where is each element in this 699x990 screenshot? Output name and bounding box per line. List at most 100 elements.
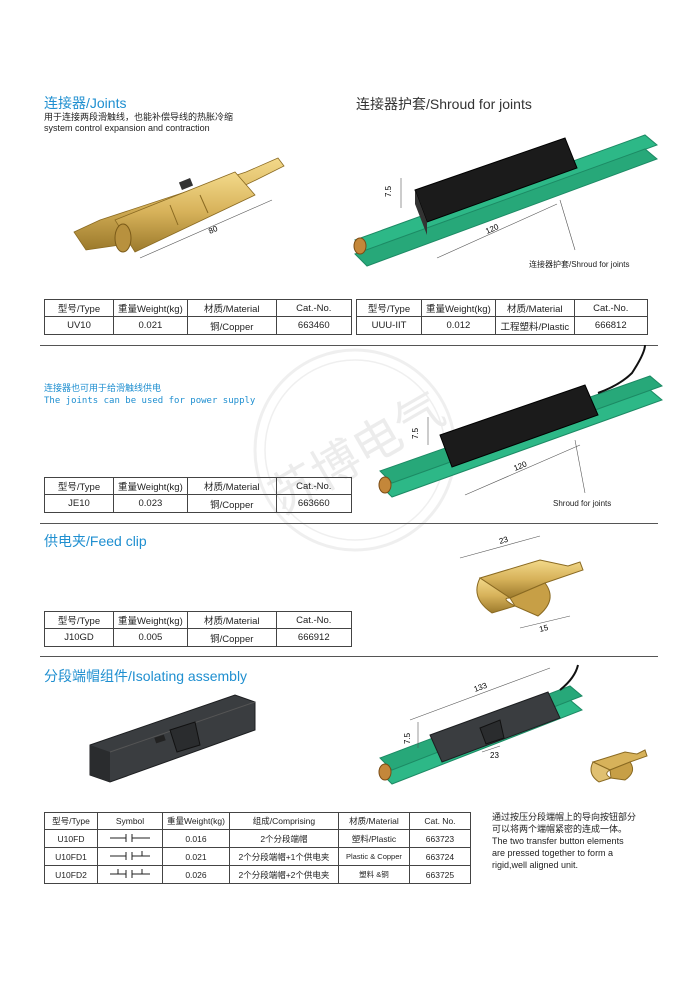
th-weight: 重量Weight(kg) xyxy=(113,477,188,495)
td-type: UV10 xyxy=(44,316,114,335)
td-type: U10FD1 xyxy=(44,847,98,866)
th-symbol: Symbol xyxy=(97,812,163,830)
td-material: 铜/Copper xyxy=(186,628,277,647)
isolating-note-line: rigid,well aligned unit. xyxy=(492,860,579,870)
isolating-cap-image xyxy=(89,694,256,783)
th-catno: Cat.-No. xyxy=(275,611,352,629)
divider xyxy=(40,656,658,657)
shroud-image: 7.5 120 xyxy=(353,134,658,267)
isolating-feed-clip-image xyxy=(590,749,648,783)
isolating-title: 分段端帽组件/Isolating assembly xyxy=(44,668,248,684)
td-symbol xyxy=(97,847,163,866)
isolating-note-line: The two transfer button elements xyxy=(492,836,624,846)
td-weight: 0.016 xyxy=(162,829,230,848)
isolating-note: 通过按压分段端帽上的导向按钮部分 可以将两个端帽紧密的连成一体。 The two… xyxy=(492,811,636,871)
td-catno: 666912 xyxy=(275,628,352,647)
feed-clip-dim-width: 23 xyxy=(498,535,510,546)
shroud-dim-length: 120 xyxy=(484,222,500,236)
td-weight: 0.012 xyxy=(421,316,496,335)
feed-clip-spec-table: 型号/Type 重量Weight(kg) 材质/Material Cat.-No… xyxy=(44,611,352,647)
th-weight: 重量Weight(kg) xyxy=(113,611,188,629)
joint-connector-image: 80 xyxy=(73,157,285,259)
td-material: 铜/Copper xyxy=(186,316,277,335)
power-joints-dim-height: 7.5 xyxy=(411,427,420,439)
shroud-callout: 连接器护套/Shroud for joints xyxy=(529,260,630,269)
td-symbol xyxy=(97,829,163,848)
td-type: JE10 xyxy=(44,494,114,513)
td-type: J10GD xyxy=(44,628,114,647)
th-type: 型号/Type xyxy=(44,477,114,495)
isolating-dim-length: 133 xyxy=(473,681,489,694)
td-type: U10FD2 xyxy=(44,865,98,884)
th-material: 材质/Material xyxy=(186,299,277,317)
td-catno: 663723 xyxy=(408,829,471,848)
isolating-note-line: 可以将两个端帽紧密的连成一体。 xyxy=(492,824,628,834)
td-comprising: 2个分段端帽+2个供电夹 xyxy=(228,865,339,884)
td-material: 工程塑料/Plastic xyxy=(494,316,575,335)
isolating-dim-gap: 23 xyxy=(490,751,499,760)
isolator-double-feed-symbol-icon xyxy=(110,868,150,878)
joints-desc-zh: 用于连接两段滑触线，也能补偿导线的热胀冷缩 xyxy=(44,112,234,122)
power-joints-desc-en: The joints can be used for power supply xyxy=(44,396,256,406)
isolating-note-line: are pressed together to form a xyxy=(492,848,614,858)
th-type: 型号/Type xyxy=(44,611,114,629)
power-joint-image: 7.5 120 xyxy=(378,344,663,498)
shroud-spec-table: 型号/Type 重量Weight(kg) 材质/Material Cat.-No… xyxy=(356,299,648,335)
th-catno: Cat.-No. xyxy=(275,477,352,495)
power-joints-spec-table: 型号/Type 重量Weight(kg) 材质/Material Cat.-No… xyxy=(44,477,352,513)
td-comprising: 2个分段端帽 xyxy=(228,829,339,848)
divider xyxy=(40,345,658,346)
td-material: Plastic & Copper xyxy=(337,847,410,866)
td-type: U10FD xyxy=(44,829,98,848)
td-catno: 666812 xyxy=(573,316,648,335)
joints-title: 连接器/Joints xyxy=(44,95,127,111)
td-catno: 663660 xyxy=(275,494,352,513)
td-catno: 663460 xyxy=(275,316,352,335)
feed-clip-dim-depth: 15 xyxy=(538,623,549,634)
td-weight: 0.021 xyxy=(162,847,230,866)
td-weight: 0.005 xyxy=(113,628,188,647)
th-comprising: 组成/Comprising xyxy=(228,812,339,830)
divider xyxy=(40,523,658,524)
feed-clip-image: 23 15 xyxy=(459,535,584,634)
th-catno: Cat. No. xyxy=(408,812,471,830)
th-weight: 重量Weight(kg) xyxy=(113,299,188,317)
isolating-note-line: 通过按压分段端帽上的导向按钮部分 xyxy=(492,812,637,822)
td-weight: 0.026 xyxy=(162,865,230,884)
power-joints-desc-zh: 连接器也可用于给滑触线供电 xyxy=(44,384,162,394)
isolator-feed-symbol-icon xyxy=(110,850,150,860)
isolator-symbol-icon xyxy=(110,833,150,842)
td-material: 塑料/Plastic xyxy=(337,829,410,848)
isolating-assembly-image: 133 7.5 23 xyxy=(378,664,583,785)
th-catno: Cat.-No. xyxy=(275,299,352,317)
th-material: 材质/Material xyxy=(186,611,277,629)
td-comprising: 2个分段端帽+1个供电夹 xyxy=(228,847,339,866)
td-catno: 663724 xyxy=(408,847,471,866)
power-joints-callout: Shroud for joints xyxy=(553,499,612,508)
td-weight: 0.023 xyxy=(113,494,188,513)
td-material: 塑料 &铜 xyxy=(337,865,410,884)
td-catno: 663725 xyxy=(408,865,471,884)
shroud-dim-height: 7.5 xyxy=(384,185,393,197)
power-joints-dim-length: 120 xyxy=(512,459,528,473)
shroud-title: 连接器护套/Shroud for joints xyxy=(356,96,532,112)
td-symbol xyxy=(97,865,163,884)
th-type: 型号/Type xyxy=(356,299,422,317)
isolating-dim-height: 7.5 xyxy=(403,732,412,744)
td-type: UUU-IIT xyxy=(356,316,422,335)
joints-dim-length: 80 xyxy=(207,224,219,236)
th-type: 型号/Type xyxy=(44,812,98,830)
feed-clip-title: 供电夹/Feed clip xyxy=(44,533,147,549)
th-type: 型号/Type xyxy=(44,299,114,317)
td-weight: 0.021 xyxy=(113,316,188,335)
th-material: 材质/Material xyxy=(337,812,410,830)
td-material: 铜/Copper xyxy=(186,494,277,513)
joints-desc-en: system control expansion and contraction xyxy=(44,123,210,133)
th-catno: Cat.-No. xyxy=(573,299,648,317)
isolating-spec-table: 型号/Type Symbol 重量Weight(kg) 组成/Comprisin… xyxy=(44,812,471,884)
th-material: 材质/Material xyxy=(186,477,277,495)
th-material: 材质/Material xyxy=(494,299,575,317)
th-weight: 重量Weight(kg) xyxy=(162,812,230,830)
th-weight: 重量Weight(kg) xyxy=(421,299,496,317)
joints-spec-table: 型号/Type 重量Weight(kg) 材质/Material Cat.-No… xyxy=(44,299,352,335)
